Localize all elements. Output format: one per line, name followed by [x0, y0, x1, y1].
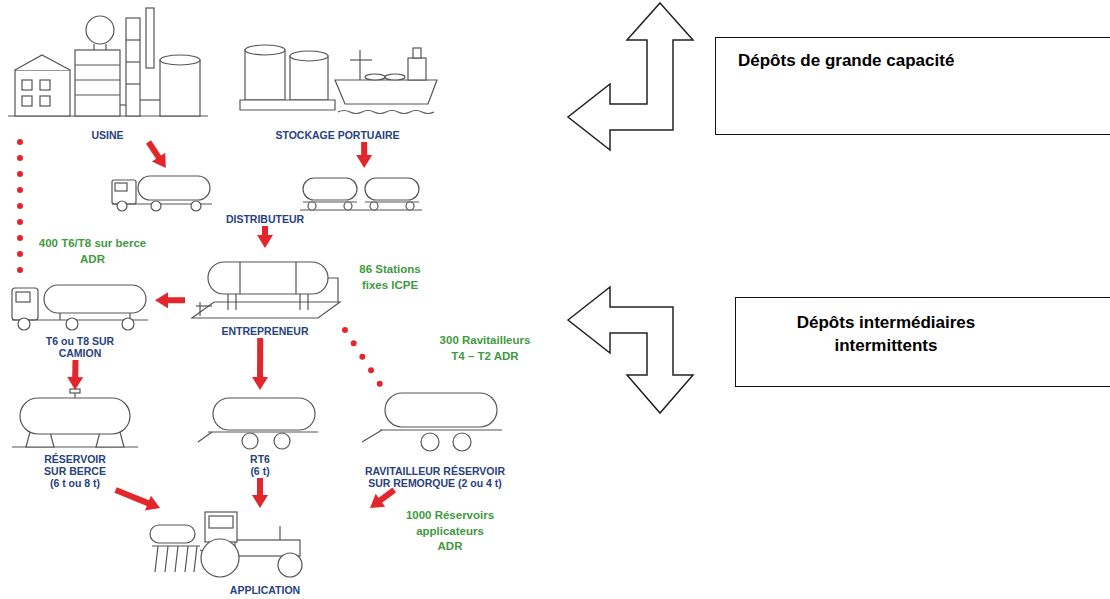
refuelling-trailer-sketch [362, 393, 502, 451]
equipment-caption: RAVITAILLEUR RÉSERVOIR SUR REMORQUE (2 o… [353, 465, 518, 489]
region-title: Dépôts de grande capacité [738, 50, 1098, 73]
equipment-caption: T6 ou T8 SUR CAMION [40, 335, 120, 359]
connector-line [17, 142, 23, 272]
flow-arrow [257, 226, 273, 248]
port-storage-sketch [240, 45, 437, 114]
region-box: Dépôts de grande capacité [715, 37, 1110, 135]
arrow-head [252, 495, 268, 508]
equipment-caption: STOCKAGE PORTUAIRE [275, 129, 399, 141]
dotted-link [19, 142, 20, 272]
equipment-caption: ENTREPRENEUR [222, 325, 309, 337]
fixed-station-sketch [192, 262, 340, 318]
tank-on-cradle-sketch [12, 389, 138, 447]
refueller-figure: RAVITAILLEUR RÉSERVOIR SUR REMORQUE (2 o… [350, 385, 520, 490]
arrow-head [356, 155, 372, 168]
trailer-figure: RT6 (6 t) [195, 390, 325, 478]
connector-line [72, 360, 78, 379]
rt6-trailer-sketch [198, 398, 318, 449]
distributor-figure: DISTRIBUTEUR [105, 168, 425, 226]
flow-arrow [149, 142, 166, 168]
truck-figure: T6 ou T8 SUR CAMION [5, 272, 155, 360]
dotted-link [345, 330, 381, 385]
arrow-head [257, 235, 273, 248]
equipment-caption: APPLICATION [230, 584, 300, 596]
connector-line [149, 142, 160, 159]
flow-arrow [252, 338, 268, 390]
count-note: 86 Stations fixes ICPE [350, 262, 430, 293]
bent-double-arrow [568, 3, 693, 413]
equipment-caption: DISTRIBUTEUR [226, 213, 304, 225]
equipment-caption: USINE [91, 129, 123, 141]
factory-sketch [8, 8, 208, 116]
cradle-tank-figure: RÉSERVOIR SUR BERCE (6 t ou 8 t) [5, 390, 145, 490]
arrow-head [370, 494, 385, 508]
rail-tank-wagons-sketch [300, 178, 422, 210]
connector-line [257, 478, 263, 497]
count-note: 1000 Réservoirs applicateurs ADR [404, 508, 496, 555]
arrow-head [152, 153, 166, 168]
tractor-applicator-sketch [150, 512, 302, 577]
connector-line [116, 490, 150, 504]
arrow-head [252, 377, 268, 390]
arrow-head [67, 377, 83, 390]
factory-figure: USINE [5, 2, 210, 142]
tractor-figure: APPLICATION [140, 508, 390, 597]
station-figure: ENTREPRENEUR [185, 248, 345, 338]
flow-arrow [116, 490, 160, 511]
flow-arrow [252, 478, 268, 508]
equipment-caption: RT6 (6 t) [245, 453, 275, 477]
arrow-head [155, 292, 168, 308]
tanker-truck-sketch [112, 176, 212, 211]
connector-line [361, 142, 367, 157]
flow-arrow [356, 142, 372, 168]
port-storage-figure: STOCKAGE PORTUAIRE [235, 2, 440, 142]
flow-arrow [155, 292, 185, 308]
arrow-head [145, 496, 160, 511]
connector-line [345, 330, 381, 385]
flow-arrow [67, 360, 83, 390]
connector-line [166, 297, 185, 303]
truck-with-tank-sketch [12, 285, 148, 330]
region-title: Dépôts intermédiaires intermittents [756, 312, 1016, 358]
flow-arrow [370, 490, 394, 508]
connector-line [379, 490, 394, 501]
count-note: 300 Ravitailleurs T4 – T2 ADR [435, 333, 535, 364]
count-note: 400 T6/T8 sur berce ADR [30, 236, 155, 267]
connector-line [257, 338, 263, 379]
region-box: Dépôts intermédiaires intermittents [735, 297, 1110, 387]
equipment-caption: RÉSERVOIR SUR BERCE (6 t ou 8 t) [40, 453, 110, 489]
